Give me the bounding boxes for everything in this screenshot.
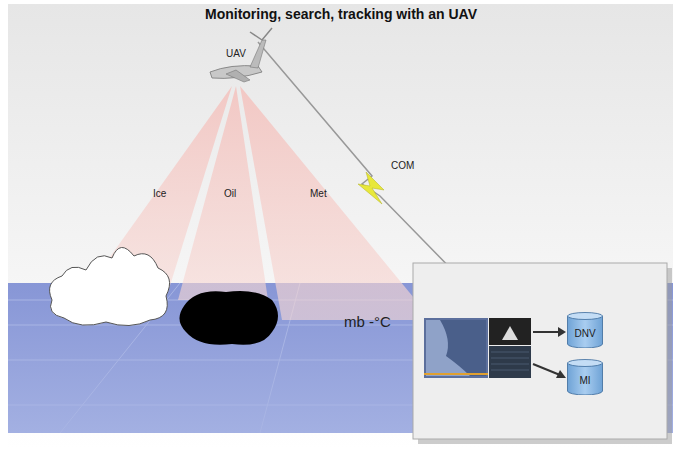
control-panel bbox=[413, 263, 667, 439]
data-arrows bbox=[533, 327, 566, 378]
iceberg bbox=[50, 247, 170, 325]
met-beam bbox=[240, 86, 432, 320]
label: Ice bbox=[153, 188, 166, 199]
label: Met bbox=[310, 188, 327, 199]
label: Oil bbox=[224, 188, 236, 199]
oil-slick bbox=[179, 291, 278, 345]
cylinder-label: MI bbox=[567, 375, 603, 386]
lightning-bolt bbox=[358, 172, 384, 204]
uav-aircraft bbox=[210, 28, 272, 82]
cylinder-label: DNV bbox=[567, 328, 603, 339]
label: mb -°C bbox=[344, 313, 391, 330]
screens bbox=[424, 318, 531, 378]
label: UAV bbox=[226, 48, 246, 59]
database-cylinder: MI bbox=[567, 359, 603, 395]
sky bbox=[8, 4, 673, 449]
title: Monitoring, search, tracking with an UAV bbox=[205, 6, 477, 22]
database-cylinder: DNV bbox=[567, 312, 603, 348]
label: COM bbox=[391, 160, 414, 171]
